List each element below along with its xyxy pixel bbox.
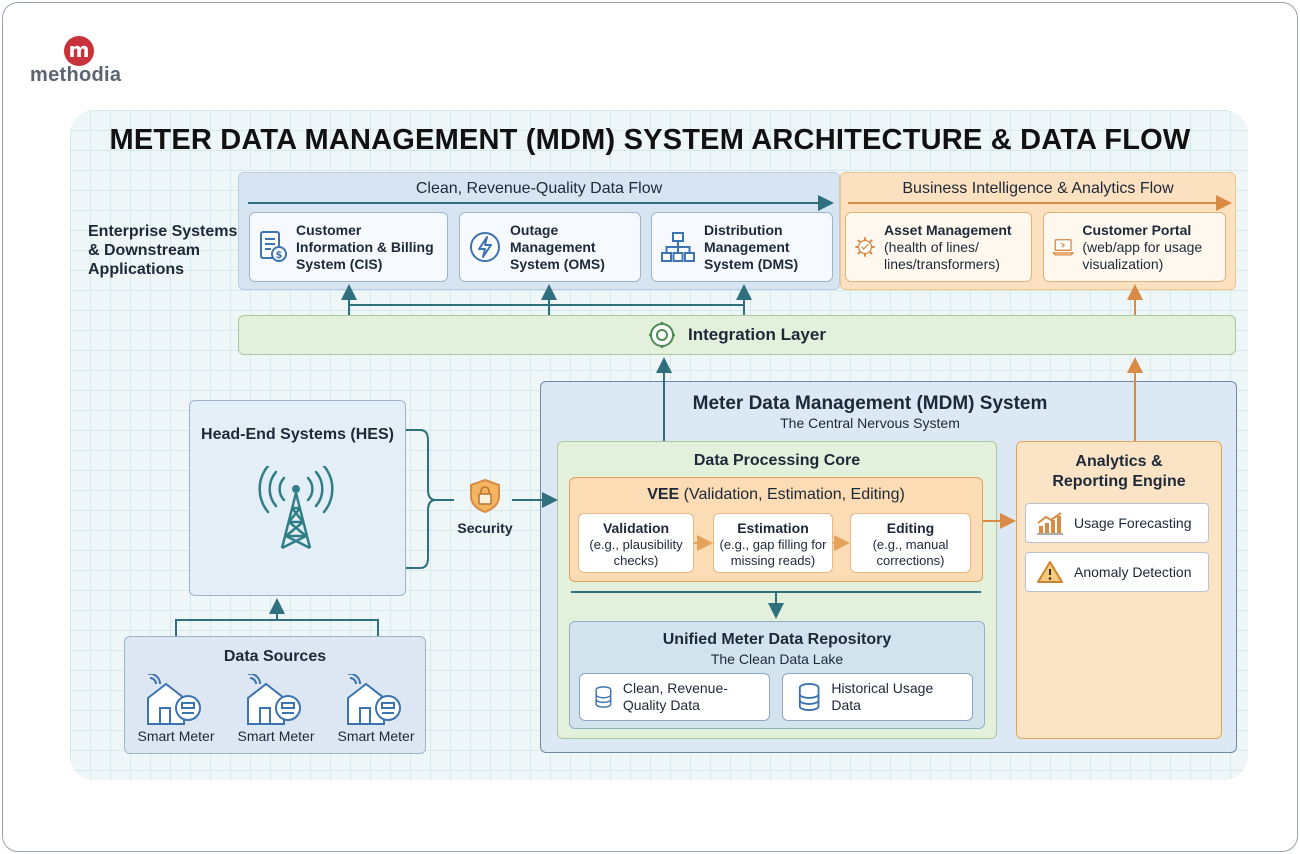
vee-heading: VEE (Validation, Estimation, Editing) bbox=[569, 486, 983, 504]
vee-title: VEE bbox=[647, 486, 680, 503]
database-icon bbox=[595, 686, 612, 708]
smart-meter-label: Smart Meter bbox=[237, 728, 315, 744]
analytics-title: Analytics & Reporting Engine bbox=[1052, 453, 1186, 490]
smart-meter-label: Smart Meter bbox=[337, 728, 415, 744]
validation-title: Validation bbox=[602, 520, 670, 536]
database-icon bbox=[798, 682, 820, 712]
asset-management-title: Asset Management bbox=[884, 221, 1012, 238]
usage-forecasting-item: Usage Forecasting bbox=[1025, 503, 1209, 543]
estimation-step: Estimation (e.g., gap filling for missin… bbox=[713, 513, 833, 573]
warning-triangle-icon bbox=[1037, 561, 1063, 583]
integration-layer-content: Integration Layer bbox=[238, 315, 1236, 355]
editing-detail: (e.g., manual corrections) bbox=[872, 537, 949, 568]
logo-mark: m bbox=[64, 36, 94, 66]
asset-management-card: Asset Management (health of lines/ lines… bbox=[845, 212, 1032, 282]
smart-home-meter-icon bbox=[147, 674, 201, 725]
smart-meter-3: Smart Meter bbox=[326, 674, 426, 750]
diagram-title: METER DATA MANAGEMENT (MDM) SYSTEM ARCHI… bbox=[109, 124, 1191, 156]
asset-management-detail: (health of lines/ lines/transformers) bbox=[884, 238, 1000, 272]
smart-home-meter-icon bbox=[247, 674, 301, 725]
security-node: Security bbox=[455, 478, 515, 540]
cis-card: $ Customer Information & Billing System … bbox=[249, 212, 448, 282]
billing-document-icon: $ bbox=[260, 231, 287, 262]
integration-layer-label: Integration Layer bbox=[688, 325, 826, 344]
usage-forecasting-label: Usage Forecasting bbox=[1074, 515, 1192, 531]
customer-portal-text: Customer Portal (web/app for usage visua… bbox=[1082, 222, 1217, 273]
repository-title: Unified Meter Data Repository bbox=[662, 631, 892, 648]
repository-subtitle: The Clean Data Lake bbox=[710, 651, 844, 667]
estimation-detail: (e.g., gap filling for missing reads) bbox=[719, 537, 827, 568]
historical-data-label: Historical Usage Data bbox=[831, 680, 934, 713]
data-sources-title: Data Sources bbox=[223, 648, 327, 665]
gear-health-icon bbox=[855, 237, 875, 257]
asset-management-text: Asset Management (health of lines/ lines… bbox=[884, 222, 1023, 273]
cis-label: Customer Information & Billing System (C… bbox=[296, 221, 434, 272]
clean-flow-title: Clean, Revenue-Quality Data Flow bbox=[415, 180, 663, 197]
anomaly-detection-item: Anomaly Detection bbox=[1025, 552, 1209, 592]
bi-flow-title: Business Intelligence & Analytics Flow bbox=[902, 180, 1174, 197]
dms-label: Distribution Management System (DMS) bbox=[704, 221, 799, 272]
security-label: Security bbox=[457, 520, 513, 536]
mdm-subtitle: The Central Nervous System bbox=[780, 415, 960, 431]
mdm-title: Meter Data Management (MDM) System bbox=[692, 393, 1048, 414]
smart-meter-2: Smart Meter bbox=[226, 674, 326, 750]
customer-portal-detail: (web/app for usage visualization) bbox=[1082, 238, 1203, 272]
smart-meter-label: Smart Meter bbox=[137, 728, 215, 744]
chart-trend-icon bbox=[1037, 512, 1063, 535]
processing-core-title: Data Processing Core bbox=[693, 452, 861, 469]
methodia-logo: m methodia bbox=[30, 36, 130, 86]
svg-text:$: $ bbox=[276, 250, 283, 261]
smart-home-meter-icon bbox=[347, 674, 401, 725]
estimation-title: Estimation bbox=[737, 520, 809, 536]
anomaly-detection-label: Anomaly Detection bbox=[1074, 564, 1192, 580]
validation-step: Validation (e.g., plausibility checks) bbox=[578, 513, 694, 573]
hes-title: Head-End Systems (HES) bbox=[201, 426, 394, 443]
vee-detail: (Validation, Estimation, Editing) bbox=[683, 486, 905, 503]
logo-wordmark: methodia bbox=[30, 64, 122, 86]
lightning-icon bbox=[470, 232, 500, 262]
oms-label: Outage Management System (OMS) bbox=[510, 221, 605, 272]
globe-gear-icon bbox=[649, 322, 676, 348]
editing-step: Editing (e.g., manual corrections) bbox=[850, 513, 971, 573]
enterprise-systems-label: Enterprise Systems & Downstream Applicat… bbox=[88, 223, 238, 278]
hierarchy-icon bbox=[661, 232, 695, 262]
clean-data-store: Clean, Revenue-Quality Data bbox=[579, 673, 770, 721]
laptop-icon bbox=[1052, 239, 1075, 256]
customer-portal-title: Customer Portal bbox=[1082, 221, 1192, 238]
integration-layer bbox=[238, 315, 1236, 355]
radio-tower-icon bbox=[258, 466, 334, 550]
historical-data-store: Historical Usage Data bbox=[782, 673, 973, 721]
clean-data-label: Clean, Revenue-Quality Data bbox=[622, 680, 728, 713]
shield-lock-icon bbox=[470, 478, 500, 514]
smart-meter-1: Smart Meter bbox=[126, 674, 226, 750]
customer-portal-card: Customer Portal (web/app for usage visua… bbox=[1043, 212, 1226, 282]
editing-title: Editing bbox=[886, 520, 935, 536]
validation-detail: (e.g., plausibility checks) bbox=[589, 537, 683, 568]
dms-card: Distribution Management System (DMS) bbox=[651, 212, 833, 282]
oms-card: Outage Management System (OMS) bbox=[459, 212, 641, 282]
